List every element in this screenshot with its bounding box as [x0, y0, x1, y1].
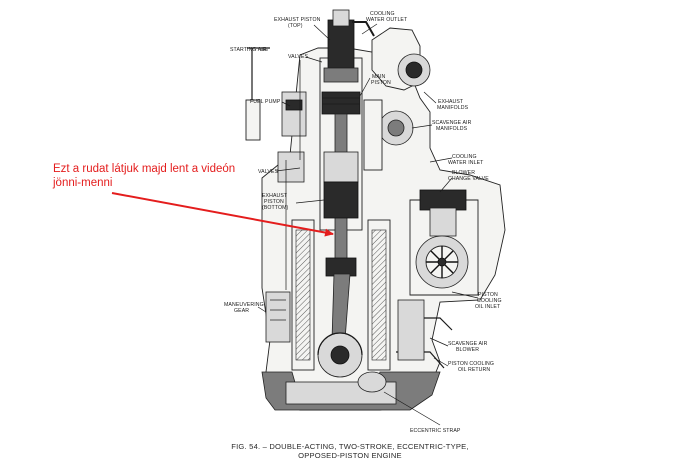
- label-main-piston: MAIN: [372, 74, 386, 80]
- label-cooling-water-outlet-sub: WATER OUTLET: [366, 17, 408, 23]
- label-exhaust-piston-top: EXHAUST PISTON: [274, 17, 321, 23]
- label-exhaust-piston-bottom-sub2: (BOTTOM): [262, 205, 289, 211]
- label-exhaust-manifolds: EXHAUST: [438, 99, 464, 105]
- annotation-text-line1: Ezt a rudat látjuk majd lent a videón: [53, 163, 235, 175]
- cooling-jacket: [363, 99, 383, 171]
- maneuvering-gear: [265, 291, 291, 343]
- main-piston: [321, 91, 361, 115]
- annotation-text-line2: jönni-menni: [52, 177, 112, 189]
- label-exhaust-piston-top-sub: (TOP): [288, 23, 303, 29]
- label-exhaust-piston-bottom: EXHAUST: [262, 193, 288, 199]
- label-valves-top: VALVES: [288, 54, 308, 60]
- upper-piston-rod-housing: [327, 19, 355, 69]
- blower-change-valve: [419, 189, 467, 211]
- starting-air-valve: [245, 99, 261, 141]
- label-starting-air: STARTING AIR: [230, 47, 267, 53]
- label-piston-cooling-oil-inlet: PISTON: [478, 292, 498, 298]
- label-scavenge-air-manifolds: SCAVENGE AIR: [432, 120, 472, 126]
- label-scavenge-air-blower: SCAVENGE AIR: [448, 341, 488, 347]
- crosshead: [325, 257, 357, 277]
- engine-drawing: EXHAUST PISTON (TOP) COOLING WATER OUTLE…: [224, 9, 506, 434]
- label-scavenge-air-blower-sub: BLOWER: [456, 347, 479, 353]
- label-cooling-water-inlet: COOLING: [452, 154, 477, 160]
- annotation-arrow: [111, 192, 334, 237]
- exhaust-piston-bottom: [323, 181, 359, 219]
- crank-pin: [330, 345, 350, 365]
- fuel-pump: [281, 91, 307, 137]
- label-exhaust-manifolds-sub: MANIFOLDS: [437, 105, 469, 111]
- top-cap: [332, 9, 350, 27]
- label-exhaust-piston-bottom-sub: PISTON: [264, 199, 284, 205]
- label-maneuvering-gear: MANEUVERING: [224, 302, 264, 308]
- label-piston-cooling-oil-inlet-sub: COOLING: [477, 298, 502, 304]
- label-blower-change-valve-sub: CHANGE VALVE: [448, 176, 489, 182]
- caption-line2: OPPOSED-PISTON ENGINE: [298, 451, 402, 460]
- caption-line1: FIG. 54. – DOUBLE-ACTING, TWO-STROKE, EC…: [231, 442, 468, 451]
- label-cooling-water-inlet-sub: WATER INLET: [448, 160, 484, 166]
- label-blower-change-valve: BLOWER: [452, 170, 475, 176]
- label-maneuvering-gear-sub: GEAR: [234, 308, 249, 314]
- label-scavenge-air-manifolds-sub: MANIFOLDS: [436, 126, 468, 132]
- label-cooling-water-outlet: COOLING: [370, 11, 395, 17]
- label-main-piston-sub: PISTON: [371, 80, 391, 86]
- annotation: Ezt a rudat látjuk majd lent a videón jö…: [52, 163, 334, 237]
- label-eccentric-strap: ECCENTRIC STRAP: [410, 428, 461, 434]
- eccentric-strap: [357, 371, 387, 393]
- label-piston-cooling-oil-return-sub: OIL RETURN: [458, 367, 490, 373]
- label-fuel-pump: FUEL PUMP: [250, 99, 281, 105]
- lower-cylinder: [323, 151, 359, 183]
- label-piston-cooling-oil-inlet-sub2: OIL INLET: [475, 304, 501, 310]
- leader-lines: [257, 23, 479, 426]
- label-valves-bottom: VALVES: [258, 169, 278, 175]
- right-lower-housing: [397, 299, 425, 361]
- exhaust-piston-top: [323, 67, 359, 83]
- label-piston-cooling-oil-return: PISTON COOLING: [448, 361, 494, 367]
